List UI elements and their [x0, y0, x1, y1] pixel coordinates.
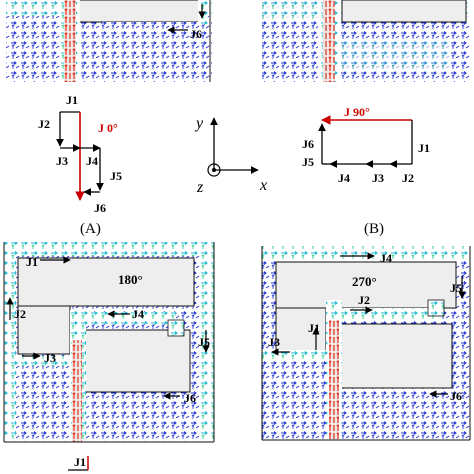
diagram-a-j2: J2 [38, 117, 50, 131]
field-plot-top-right [262, 0, 470, 82]
panel-label-b: (B) [364, 221, 384, 237]
current-diagram-a: J1 J2 J3 J4 J5 J6 J 0° [38, 93, 122, 215]
panel-label-a: (A) [80, 221, 101, 237]
diagram-a-j5: J5 [110, 169, 122, 183]
plot-180-phase: 180° [118, 272, 143, 287]
plot-180-j3: J3 [44, 351, 56, 365]
fragment-j1: J1 [74, 455, 86, 469]
axis-y-label: y [194, 115, 204, 132]
plot-180-j5: J5 [198, 335, 210, 349]
diagram-b-phase: J 90° [344, 105, 370, 119]
label-j6-top-left: J6 [190, 27, 202, 41]
diagram-b-j1: J1 [418, 141, 430, 155]
field-plot-top-left: J6 [6, 0, 212, 82]
diagram-b-j2: J2 [402, 171, 414, 185]
field-plot-180: J1 J2 J3 J4 J5 J6 180° [3, 242, 215, 443]
plot-270-j3: J3 [268, 335, 280, 349]
axis-x-label: x [259, 177, 267, 194]
diagram-a-phase: J 0° [98, 121, 118, 135]
plot-180-j2: J2 [14, 307, 26, 321]
diagram-b-j6: J6 [302, 137, 314, 151]
diagram-b-j5: J5 [302, 155, 314, 169]
bottom-fragment: J1 [68, 455, 89, 471]
current-diagram-b: J 90° J6 J1 J5 J4 J3 J2 [302, 105, 430, 185]
plot-270-phase: 270° [352, 274, 377, 289]
diagram-b-j4: J4 [338, 171, 350, 185]
diagram-a-j4: J4 [86, 154, 98, 168]
diagram-a-j3: J3 [56, 154, 68, 168]
plot-270-j5: J5 [450, 281, 462, 295]
plot-180-j6: J6 [184, 391, 196, 405]
plot-180-j1: J1 [26, 255, 38, 269]
field-plot-270: J4 J2 J1 J3 J5 J6 270° [261, 246, 471, 441]
plot-270-j6: J6 [450, 389, 462, 403]
coordinate-axes: y x z [194, 115, 267, 196]
z-axis-out-of-page-icon [207, 163, 221, 177]
plot-270-j4: J4 [380, 251, 392, 265]
diagram-a-j1: J1 [66, 93, 78, 107]
axis-z-label: z [196, 179, 204, 196]
plot-180-j4: J4 [132, 307, 144, 321]
plot-270-j2: J2 [358, 293, 370, 307]
diagram-b-j3: J3 [372, 171, 384, 185]
diagram-a-j6: J6 [94, 201, 106, 215]
plot-270-j1: J1 [308, 321, 320, 335]
